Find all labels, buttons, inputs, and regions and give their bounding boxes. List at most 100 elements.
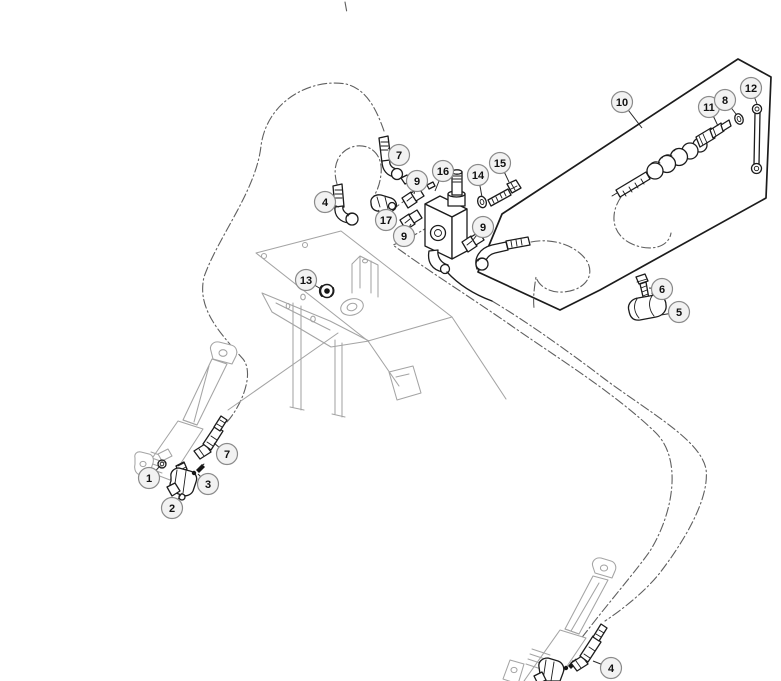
- bracket-bore: [340, 298, 364, 316]
- fitting-11: [695, 119, 732, 148]
- elbow-fitting-4-upper: [332, 183, 359, 226]
- fitting-17-align-dash: [395, 198, 408, 208]
- callout-balloon[interactable]: [488, 151, 512, 175]
- callout-6[interactable]: 6: [648, 277, 674, 301]
- callout-balloon[interactable]: [160, 496, 184, 520]
- callout-number: 13: [300, 275, 312, 287]
- callout-number: 8: [722, 95, 728, 107]
- callout-5[interactable]: 5: [660, 300, 691, 324]
- callout-4[interactable]: 4: [313, 190, 340, 214]
- callout-balloon[interactable]: [610, 90, 634, 114]
- mounting-bracket: [227, 230, 507, 418]
- fitting-17: [370, 194, 398, 214]
- bracket-channel: [351, 255, 379, 298]
- bracket-legs: [289, 302, 346, 418]
- control-valve-16: [424, 169, 493, 302]
- callout-balloon[interactable]: [431, 159, 455, 183]
- callout-12[interactable]: 12: [739, 76, 763, 105]
- valve-boss: [429, 224, 447, 242]
- callout-15[interactable]: 15: [488, 151, 512, 183]
- elbow-fitting-2: [166, 461, 198, 501]
- callout-13[interactable]: 13: [294, 268, 322, 292]
- callout-balloon[interactable]: [387, 143, 411, 167]
- callout-number: 2: [169, 503, 175, 515]
- cylinder-ribs: [525, 648, 551, 671]
- cylinder-port-boss: [157, 448, 173, 462]
- callout-number: 9: [414, 176, 420, 188]
- o-ring-8: [734, 113, 744, 125]
- callout-4[interactable]: 4: [592, 656, 623, 680]
- connector-parts-3: [191, 463, 205, 476]
- callout-balloon[interactable]: [137, 466, 161, 490]
- hose-fitting-7-lower: [193, 415, 228, 460]
- grommet-13: [318, 283, 335, 299]
- valve-stem: [451, 171, 463, 196]
- callout-14[interactable]: 14: [466, 163, 490, 198]
- hose-routing-lines: [334, 145, 707, 666]
- callout-number: 15: [494, 158, 506, 170]
- callout-number: 4: [608, 663, 615, 675]
- callout-balloon[interactable]: [650, 277, 674, 301]
- callout-2[interactable]: 2: [160, 492, 184, 520]
- link-12: [750, 103, 763, 175]
- machine-frame-outline: [202, 1, 385, 424]
- hose-fitting-4-lower: [570, 623, 608, 672]
- callout-10[interactable]: 10: [610, 90, 643, 129]
- hose-tube-end: [615, 171, 651, 198]
- bracket-plate: [255, 230, 453, 342]
- callout-balloon[interactable]: [466, 163, 490, 187]
- hose-10-routing-swirl-a: [613, 196, 672, 249]
- callout-balloon[interactable]: [313, 190, 337, 214]
- callout-balloon[interactable]: [405, 169, 429, 193]
- callout-balloon[interactable]: [471, 215, 495, 239]
- callout-8[interactable]: 8: [713, 88, 737, 115]
- callout-17[interactable]: 17: [374, 208, 398, 232]
- valve-outlet-hose: [446, 271, 493, 302]
- callout-number: 7: [224, 449, 230, 461]
- callout-balloon[interactable]: [599, 656, 623, 680]
- callout-balloon[interactable]: [196, 472, 220, 496]
- o-ring-1: [157, 459, 167, 469]
- callout-9[interactable]: 9: [392, 223, 416, 248]
- callout-3[interactable]: 3: [196, 472, 220, 496]
- washer-14: [476, 195, 488, 209]
- callout-balloon[interactable]: [713, 88, 737, 112]
- callout-7[interactable]: 7: [387, 143, 411, 167]
- elbow-fitting-lower-right: [533, 657, 565, 681]
- callout-balloon[interactable]: [739, 76, 763, 100]
- valve-body-side: [451, 208, 468, 260]
- callout-7[interactable]: 7: [213, 442, 239, 466]
- valve-top-screw: [426, 181, 436, 190]
- bracket-gusset: [261, 292, 370, 348]
- callout-number: 14: [472, 170, 485, 182]
- callout-number: 6: [659, 284, 665, 296]
- callout-9[interactable]: 9: [471, 215, 495, 241]
- callout-balloon[interactable]: [294, 268, 318, 292]
- callout-number: 9: [480, 222, 486, 234]
- cylinder-rod: [182, 358, 228, 426]
- callout-number: 3: [205, 479, 211, 491]
- screw-15: [487, 179, 522, 207]
- elbow-fitting-7-upper: [378, 135, 412, 185]
- hose-10-routing-swirl-b: [530, 240, 591, 309]
- hose-route-to-lower-right-a: [491, 300, 707, 622]
- callout-number: 4: [322, 197, 329, 209]
- callout-number: 1: [146, 473, 152, 485]
- callout-16[interactable]: 16: [431, 159, 455, 192]
- callout-balloon[interactable]: [215, 442, 239, 466]
- callout-9[interactable]: 9: [405, 169, 429, 195]
- bracket-rear-edge: [227, 332, 339, 411]
- hose-spiral-wrap: [646, 137, 708, 180]
- callout-balloon[interactable]: [392, 224, 416, 248]
- callout-balloon[interactable]: [374, 208, 398, 232]
- hose-assembly-10: [475, 103, 763, 271]
- callout-number: 12: [745, 83, 757, 95]
- cylinder-end-cap: [502, 659, 525, 681]
- hose-route-to-lower-right-b: [391, 224, 673, 666]
- callout-number: 10: [616, 97, 628, 109]
- callout-1[interactable]: 1: [137, 465, 161, 490]
- callout-balloon[interactable]: [667, 300, 691, 324]
